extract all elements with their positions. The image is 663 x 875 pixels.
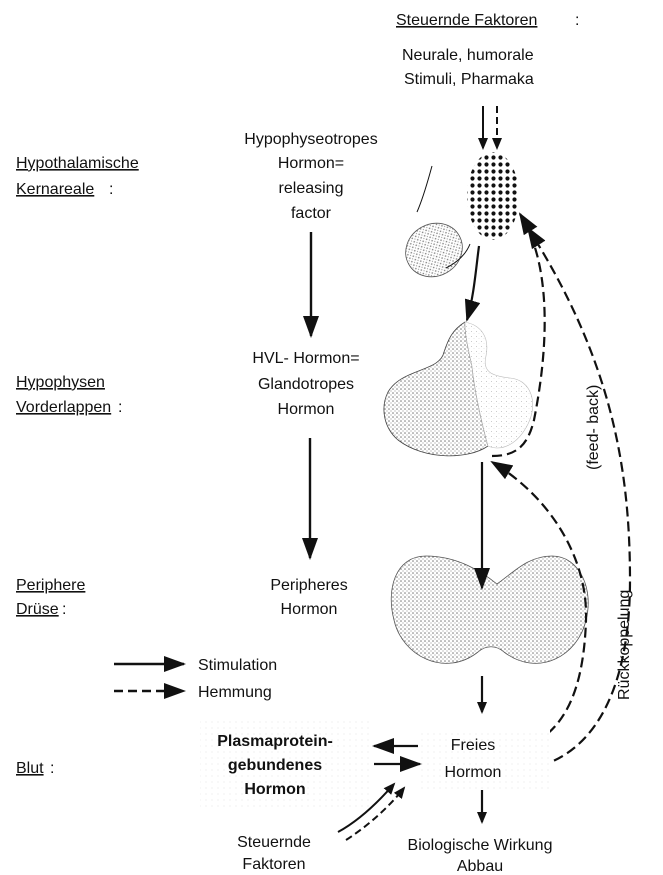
- header-line-2: Stimuli, Pharmaka: [404, 71, 534, 88]
- left-labels: Hypothalamische Kernareale : Hypophysen …: [16, 155, 139, 777]
- biological-effect-line-2: Abbau: [457, 858, 503, 875]
- feedback-label-group: Rückkoppelung: [616, 590, 633, 700]
- label-hypothalamus-colon: :: [109, 181, 113, 198]
- gland-shape: [391, 556, 588, 663]
- plasma-bound-line-2: gebundenes: [228, 757, 322, 774]
- label-gland-2: Drüse: [16, 601, 59, 618]
- feedback-loops: [492, 214, 630, 766]
- hypothalamic-nucleus: [467, 152, 519, 240]
- hypothalamus-contour-line: [417, 166, 432, 212]
- legend-inhibition-label: Hemmung: [198, 684, 272, 701]
- label-blood: Blut: [16, 760, 44, 777]
- peripheral-gland-illustration: [391, 556, 588, 663]
- bottom-factors-line-1: Steuernde: [237, 834, 311, 851]
- plasma-bound-line-1: Plasmaprotein-: [217, 733, 333, 750]
- hvl-hormone-line-3: Hormon: [278, 401, 335, 418]
- legend: Stimulation Hemmung: [114, 657, 277, 701]
- releasing-line-2: Hormon=: [278, 155, 344, 172]
- releasing-line-1: Hypophyseotropes: [244, 131, 377, 148]
- hypothalamus-illustration: [396, 152, 519, 287]
- biological-effect-line-1: Biologische Wirkung: [408, 837, 553, 854]
- header-block: Steuernde Faktoren : Neurale, humorale S…: [396, 12, 579, 88]
- blood-row: Plasmaprotein- gebundenes Hormon Freies …: [200, 720, 552, 875]
- legend-stimulation-label: Stimulation: [198, 657, 277, 674]
- releasing-line-3: releasing: [279, 180, 344, 197]
- label-hvl-1: Hypophysen: [16, 374, 105, 391]
- feedback-label: Rückkoppelung: [616, 590, 633, 700]
- feedback-paren: (feed- back): [585, 385, 602, 470]
- label-gland-1: Periphere: [16, 577, 85, 594]
- bottom-factors-line-2: Faktoren: [242, 856, 305, 873]
- neighbor-nucleus-shape: [396, 213, 472, 287]
- arrow-hypothalamus-to-pituitary: [467, 246, 479, 320]
- header-line-1: Neurale, humorale: [402, 47, 534, 64]
- label-hypothalamus-2: Kernareale: [16, 181, 94, 198]
- hvl-hormone-line-2: Glandotropes: [258, 376, 354, 393]
- pituitary-illustration: [384, 322, 533, 456]
- plasma-bound-line-3: Hormon: [244, 781, 305, 798]
- free-hormone-line-2: Hormon: [445, 764, 502, 781]
- peripheral-hormone-line-2: Hormon: [281, 601, 338, 618]
- feedback-paren-group: (feed- back): [585, 385, 602, 470]
- header-title: Steuernde Faktoren: [396, 12, 537, 29]
- free-hormone-line-1: Freies: [451, 737, 495, 754]
- label-blood-colon: :: [50, 760, 54, 777]
- label-hypothalamus-1: Hypothalamische: [16, 155, 139, 172]
- header-title-colon: :: [575, 12, 579, 29]
- label-hvl-2: Vorderlappen: [16, 399, 111, 416]
- label-hvl-colon: :: [118, 399, 122, 416]
- label-gland-colon: :: [62, 601, 66, 618]
- hvl-hormone-line-1: HVL- Hormon=: [252, 350, 359, 367]
- peripheral-hormone-line-1: Peripheres: [270, 577, 347, 594]
- releasing-line-4: factor: [291, 205, 332, 222]
- feedback-blood-to-hypothalamus: [528, 228, 630, 766]
- center-arrows: [310, 232, 311, 558]
